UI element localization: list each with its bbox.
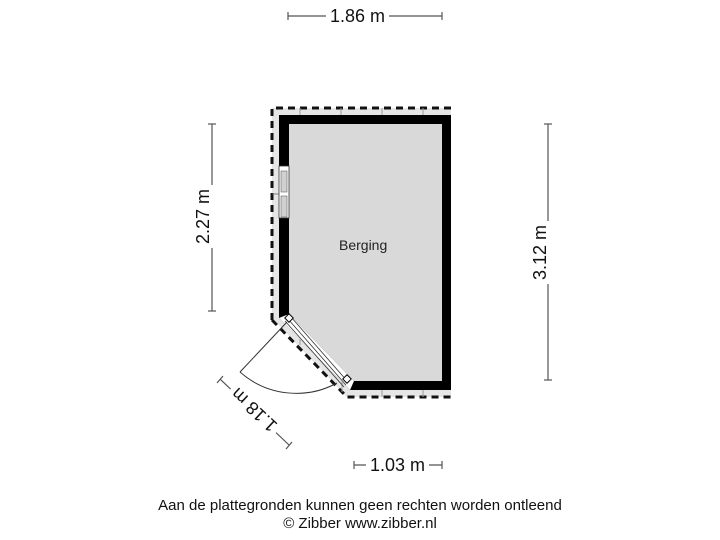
walls [279, 115, 451, 390]
door-swing [239, 321, 338, 394]
dimension-right-height: 3.12 m [530, 220, 552, 285]
room-label-berging: Berging [339, 237, 388, 253]
room-floor [289, 124, 442, 381]
disclaimer-text: Aan de plattegronden kunnen geen rechten… [158, 497, 562, 514]
door-opening [279, 313, 354, 390]
copyright-text: © Zibber www.zibber.nl [283, 515, 437, 532]
dimension-left-height: 2.27 m [193, 184, 215, 249]
window-left [272, 165, 290, 219]
panel-ticks [299, 108, 424, 397]
dimension-top-width: 1.86 m [326, 6, 390, 27]
dimension-bottom-width: 1.03 m [366, 455, 430, 476]
